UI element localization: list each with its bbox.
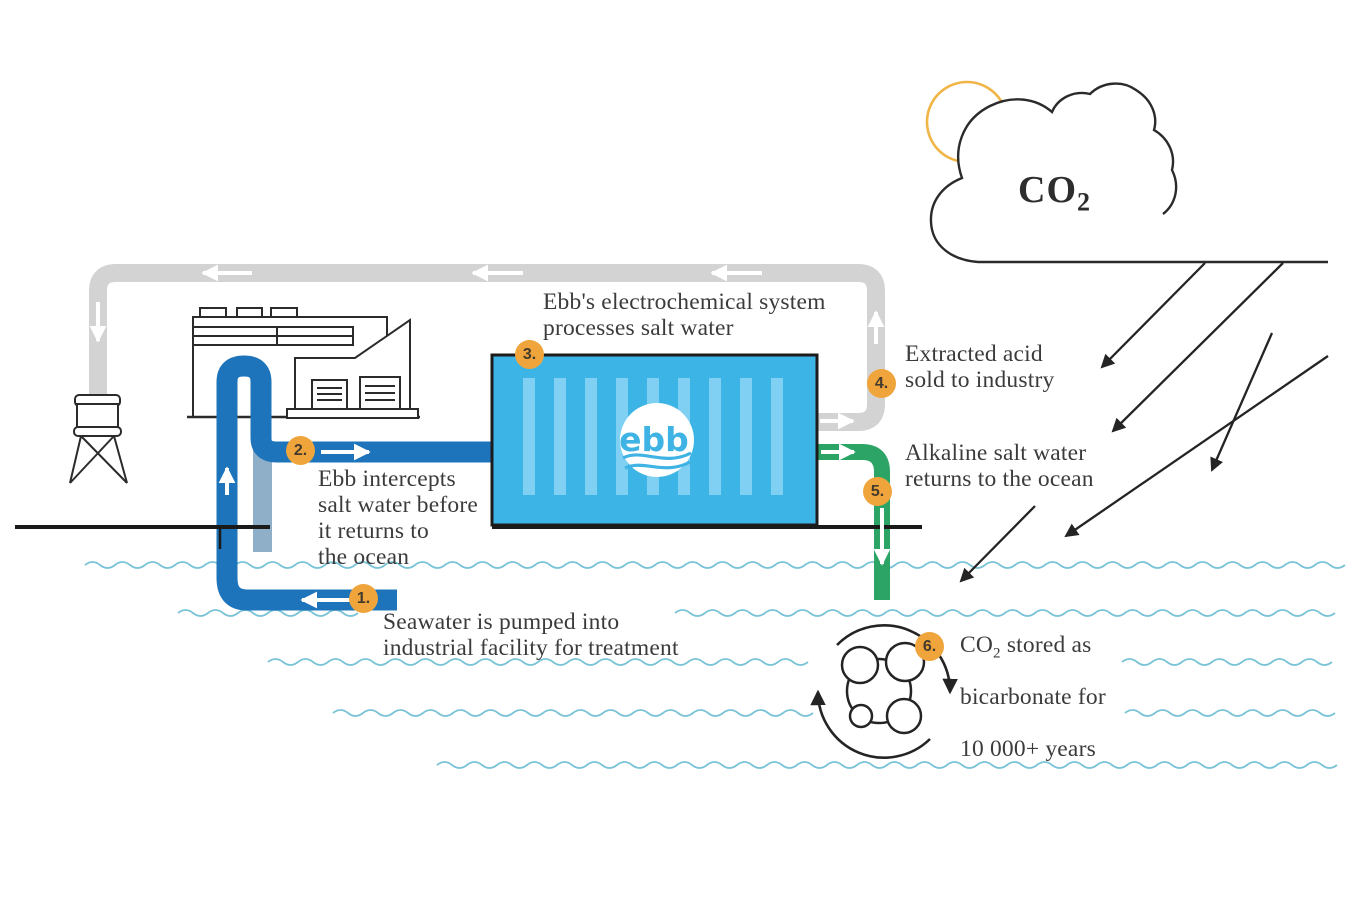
co2-cloud	[929, 82, 1328, 264]
step1-badge: 1.	[349, 584, 378, 613]
wave-line	[332, 709, 814, 717]
step6-badge: 6.	[915, 632, 944, 661]
ebb-container: ebb	[490, 353, 819, 527]
wave-line	[177, 609, 359, 617]
svg-text:ebb: ebb	[619, 420, 689, 459]
step5-badge: 5.	[863, 477, 892, 506]
wave-line	[436, 761, 1338, 769]
step6-label: CO2 stored as bicarbonate for 10 000+ ye…	[960, 632, 1106, 762]
step2-badge: 2.	[286, 436, 315, 465]
ground-line	[15, 525, 922, 549]
step3-badge: 3.	[515, 340, 544, 369]
bicarbonate-molecule-icon	[810, 624, 958, 759]
ocean-waves	[84, 561, 1346, 769]
ebb-logo: ebb	[619, 403, 694, 477]
alkaline-pipe	[817, 444, 890, 600]
co2-arrows	[959, 262, 1329, 583]
acid-pipe	[89, 264, 885, 431]
seawater-pipe	[216, 355, 492, 611]
wave-line	[267, 658, 809, 666]
wave-line	[1121, 658, 1333, 666]
water-tower-icon	[69, 394, 128, 484]
step2-label: Ebb intercepts salt water before it retu…	[318, 466, 478, 570]
wave-line	[1124, 709, 1336, 717]
step4-badge: 4.	[867, 369, 896, 398]
wave-line	[84, 561, 1346, 569]
cloud-co2-label: CO2	[1018, 169, 1091, 217]
step5-label: Alkaline salt water returns to the ocean	[905, 440, 1094, 492]
wave-line	[674, 609, 1336, 617]
flow-arrows	[89, 264, 891, 609]
step1-label: Seawater is pumped into industrial facil…	[383, 609, 679, 661]
outfall-pipe	[253, 447, 272, 552]
step3-label: Ebb's electrochemical system processes s…	[543, 289, 826, 341]
step4-label: Extracted acid sold to industry	[905, 341, 1055, 393]
